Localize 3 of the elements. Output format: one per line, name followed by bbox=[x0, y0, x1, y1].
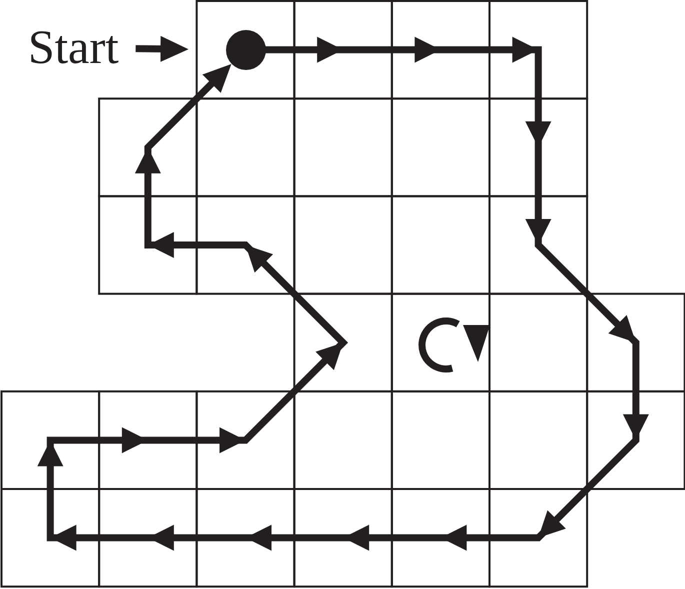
start-label: Start bbox=[28, 24, 119, 72]
start-dot bbox=[226, 30, 266, 70]
arrow bbox=[136, 36, 188, 62]
